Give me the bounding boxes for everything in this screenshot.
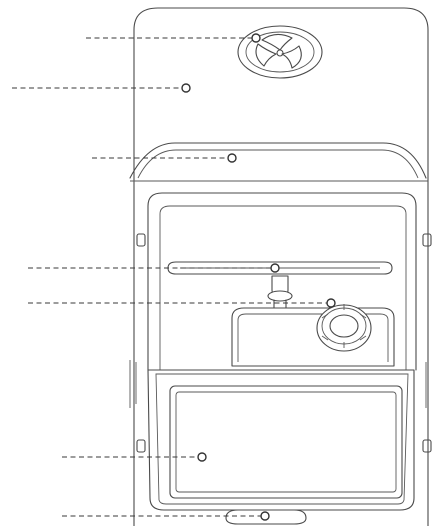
left-lower-latch (136, 439, 146, 453)
cabinet-outline (133, 7, 429, 526)
filter-panel-inner (175, 391, 397, 493)
callout-point-dispenser-cap (326, 298, 336, 308)
callout-point-top-spray-head (251, 33, 261, 43)
lower-door-inner-rim (155, 373, 409, 505)
lower-spray-arm-icon (167, 261, 393, 309)
top-spray-head-icon (237, 25, 323, 79)
left-side-rail (129, 360, 137, 408)
filter-pocket-rim (237, 313, 389, 362)
left-upper-latch (136, 233, 146, 247)
callout-point-lower-spray-arm (270, 263, 280, 273)
callout-point-filter-panel (197, 452, 207, 462)
lower-door-outer (147, 369, 415, 511)
dispenser-cap-icon (316, 304, 372, 352)
right-lower-latch (422, 439, 432, 453)
upper-panel-arch-inner (137, 149, 419, 179)
callout-point-upper-rack-rail (227, 153, 237, 163)
tub-outer-frame (147, 192, 417, 371)
tub-inner-frame (159, 205, 407, 370)
filter-panel (169, 385, 403, 499)
upper-panel-arch (129, 142, 427, 179)
right-upper-latch (422, 233, 432, 247)
callout-point-bottom-handle (260, 511, 270, 521)
filter-pocket (231, 307, 395, 367)
callout-point-tub-upper-panel (181, 83, 191, 93)
